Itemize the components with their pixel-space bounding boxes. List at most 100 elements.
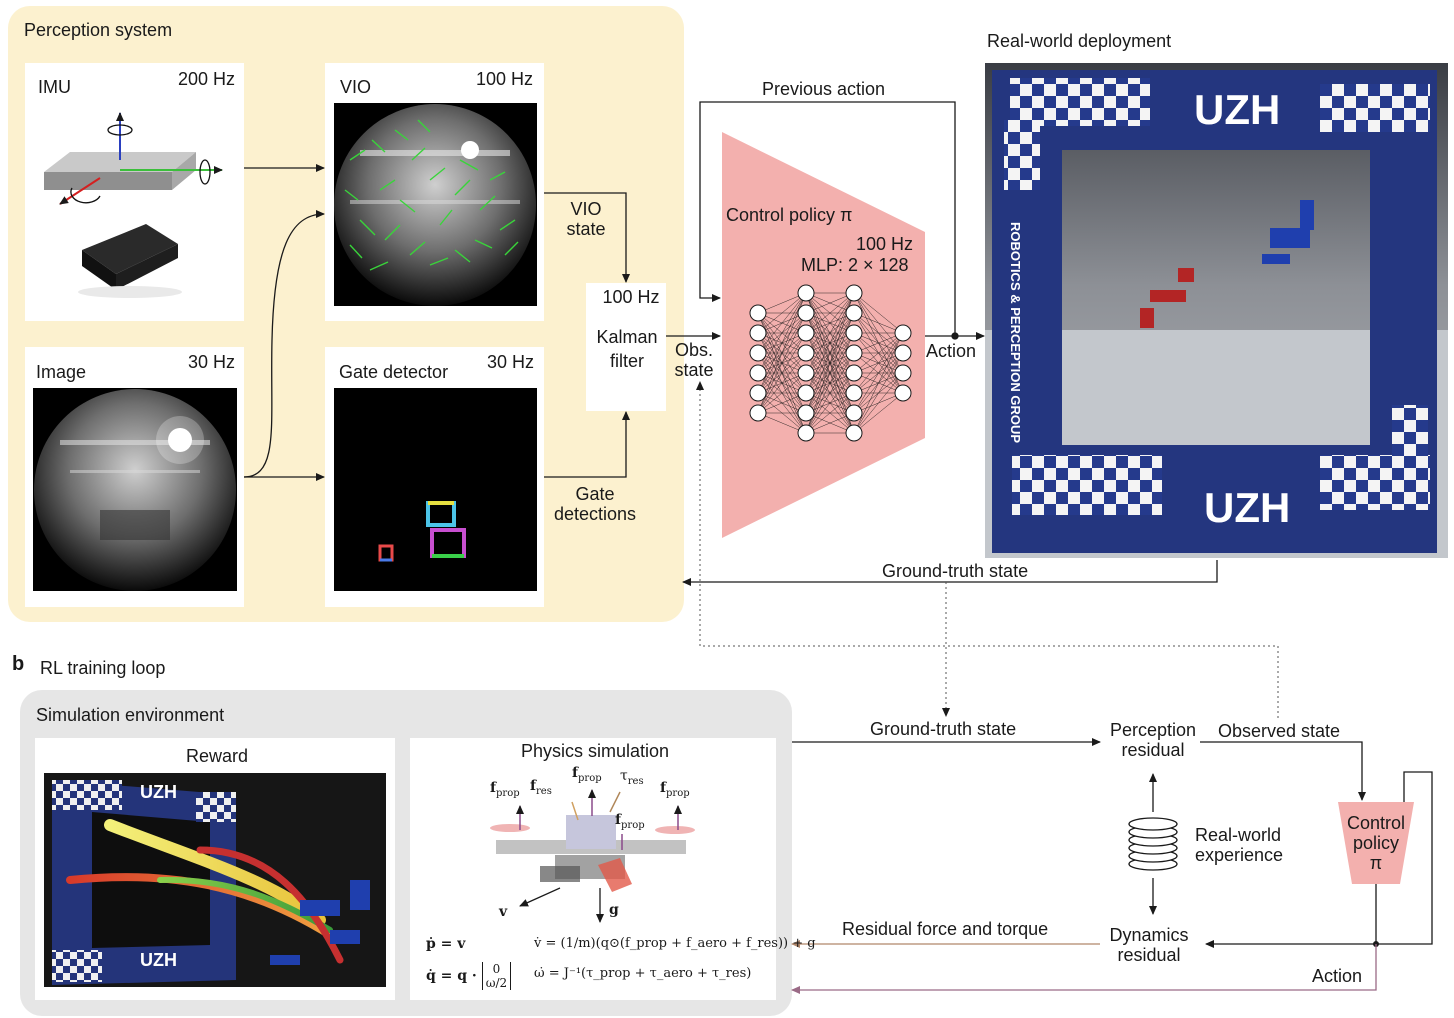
mlp-node — [845, 304, 863, 322]
image-label: Image — [36, 362, 87, 382]
mlp-connection — [853, 332, 904, 434]
mlp-connection — [757, 292, 807, 354]
reward-render — [44, 773, 386, 987]
mlp-node — [749, 304, 767, 322]
mlp-connection — [805, 392, 855, 434]
mlp-node — [797, 344, 815, 362]
ground-truth-label: Ground-truth state — [882, 561, 1029, 581]
mlp-node — [749, 404, 767, 422]
mlp-connection — [853, 312, 904, 334]
obs-state-label: Obs.state — [674, 340, 714, 380]
banner-text-bottom: UZH — [1204, 484, 1291, 531]
mlp-connection — [757, 412, 807, 434]
policy-mlp: MLP: 2 × 128 — [801, 255, 909, 275]
camera-fisheye-image — [33, 388, 237, 591]
simulation-environment-title: Simulation environment — [36, 705, 225, 725]
mlp-connection — [853, 332, 904, 374]
mlp-connection — [805, 292, 855, 394]
mlp-network — [749, 284, 912, 442]
mlp-connection — [853, 332, 904, 414]
mlp-node — [845, 424, 863, 442]
f-prop-label-left: fprop — [490, 780, 520, 799]
dotted-connectors — [696, 381, 1279, 718]
mlp-node — [797, 424, 815, 442]
mlp-node — [797, 304, 815, 322]
mlp-connection — [757, 352, 807, 414]
imu-illustration — [44, 112, 223, 298]
g-vector-label: g — [609, 902, 619, 918]
reward-banner-text-bottom: UZH — [140, 950, 177, 970]
database-icon — [1128, 817, 1178, 871]
small-policy-trapezoid — [1338, 802, 1414, 884]
previous-action-label: Previous action — [762, 79, 886, 99]
mlp-connection — [757, 292, 807, 394]
mlp-connection — [805, 372, 855, 434]
action-label-b: Action — [1312, 966, 1363, 986]
mlp-node — [845, 364, 863, 382]
mlp-connection — [757, 292, 807, 334]
vio-label: VIO — [340, 77, 372, 97]
v-vector-label: v — [499, 904, 508, 920]
perception-system-title: Perception system — [24, 20, 173, 40]
residual-force-torque-label: Residual force and torque — [842, 919, 1049, 939]
rl-loop-arrows — [791, 738, 1433, 994]
mlp-node — [845, 404, 863, 422]
mlp-connection — [757, 312, 807, 414]
mlp-node — [797, 404, 815, 422]
deployment-title: Real-world deployment — [987, 31, 1172, 51]
mlp-connection — [757, 292, 807, 314]
kalman-filter-box — [586, 283, 666, 411]
mlp-node — [845, 344, 863, 362]
mlp-connection — [853, 332, 904, 394]
rl-training-loop-title: RL training loop — [40, 658, 166, 678]
observed-state-label: Observed state — [1218, 721, 1341, 741]
mlp-connection — [757, 332, 807, 414]
action-label: Action — [926, 341, 977, 361]
perception-arrows — [243, 101, 1218, 586]
gate-detector-rate: 30 Hz — [487, 352, 535, 372]
mlp-node — [749, 364, 767, 382]
mlp-node — [797, 364, 815, 382]
mlp-connection — [805, 412, 855, 434]
mlp-connection — [805, 292, 855, 334]
reward-title: Reward — [185, 746, 249, 766]
equation-p-dot: ṗ = v — [426, 936, 466, 952]
section-b-letter: b — [12, 653, 25, 675]
mlp-node — [845, 324, 863, 342]
mlp-node — [797, 384, 815, 402]
mlp-node — [797, 284, 815, 302]
mlp-connection — [853, 392, 904, 434]
vio-rate: 100 Hz — [476, 69, 534, 89]
physics-simulation-title: Physics simulation — [520, 741, 670, 761]
f-prop-label-center: fprop — [615, 812, 645, 831]
mlp-node — [797, 324, 815, 342]
mlp-connection — [757, 372, 807, 414]
mlp-connection — [757, 392, 807, 414]
equation-v-dot: v̇ = (1/m)(q⊙(f_prop + f_aero + f_res)) … — [534, 936, 816, 951]
mlp-node — [749, 344, 767, 362]
policy-rate: 100 Hz — [856, 234, 914, 254]
mlp-connection — [805, 292, 855, 354]
mlp-node — [894, 364, 912, 382]
tau-res-label: τres — [620, 768, 644, 787]
vio-fisheye-image — [334, 103, 537, 306]
mlp-connection — [805, 332, 855, 434]
control-policy-title: Control policy π — [726, 205, 853, 225]
f-prop-label-top: fprop — [572, 765, 602, 784]
mlp-connection — [853, 352, 904, 434]
f-res-label: fres — [530, 778, 552, 797]
ground-truth-state-label: Ground-truth state — [870, 719, 1017, 739]
mlp-node — [749, 384, 767, 402]
mlp-node — [845, 284, 863, 302]
gate-detector-image — [334, 388, 537, 591]
imu-rate: 200 Hz — [178, 69, 236, 89]
f-prop-label-right: fprop — [660, 780, 690, 799]
